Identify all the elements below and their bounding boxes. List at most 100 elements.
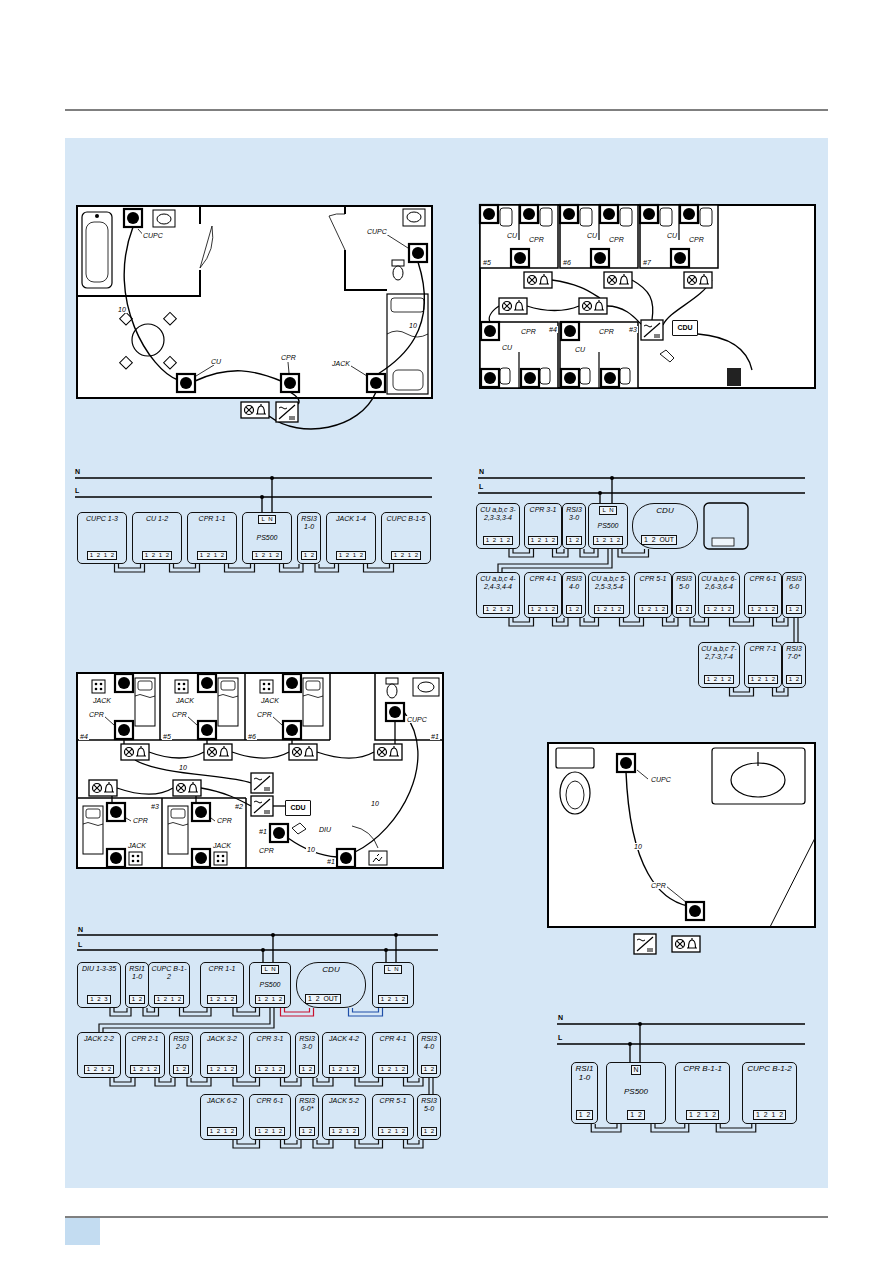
device-callout: CPR [216,817,233,824]
bus-wire [553,549,569,557]
floor-plan [387,294,428,394]
floor-plan [409,244,427,262]
wiring-module: JACK 2-21 2 1 2 [77,1032,121,1078]
terminal-strip: 1 2 1 2 [252,551,282,560]
device-callout: CPR [520,328,537,335]
floor-plan [104,716,114,725]
floor-plan [560,205,578,223]
wire-conductor [233,1078,260,1086]
floor-plan [607,306,641,324]
module-name: CU 1-2 [146,515,168,523]
room-number: #7 [642,259,652,266]
mains-wiring [75,478,432,512]
wire-conductor [694,618,705,622]
wire-conductor [353,1008,379,1012]
terminal-strip: 1 2 1 2 [483,605,513,614]
floor-plan [632,280,653,320]
floor-plan [104,716,378,848]
wire-conductor [359,1140,379,1144]
floor-plan [124,209,142,227]
bus-wire [281,1140,302,1148]
floor-plan [195,371,281,381]
wire-conductor [663,618,679,626]
plan-cdu-box: CDU [285,800,311,816]
floor-plan [352,826,378,848]
module-name: PS500 [624,1088,648,1097]
floor-plan [187,716,197,725]
wire-conductor [622,549,645,553]
bus-wire [155,1078,175,1086]
device-callout: CPR [688,236,705,243]
module-name: CPR B-1-1 [683,1065,722,1074]
floor-plan [77,673,443,868]
wiring-module: CPR 5-11 2 1 2 [372,1094,414,1140]
wire-conductor [237,1140,256,1144]
wire-conductor [233,1140,260,1148]
wire-conductor [187,1078,211,1086]
floor-plan [566,781,584,809]
wire-conductor [315,564,339,572]
bus-wire [509,618,534,626]
floor-plan [548,743,815,954]
wire-conductor [557,549,565,553]
floor-plan [489,280,752,370]
bus-wire [110,1008,131,1016]
floor-plan [519,205,679,388]
bus-wire [233,1078,260,1086]
bus-wire [773,618,789,626]
device-callout: CUPC [406,716,428,723]
floor-plan [378,262,424,374]
wire-conductor [624,618,640,622]
wiring-module: CUPC B-1-21 2 1 2 [148,962,190,1008]
terminal-strip: 1 2 1 2 [748,675,778,684]
module-name: CPR 5-1 [380,1097,407,1105]
floor-plan [149,752,204,758]
floor-plan [407,212,421,222]
wiring-module: RSI3 6-0*1 2 [295,1094,319,1140]
mains-line-label: L [74,487,80,494]
floor-plan [480,205,498,223]
junction-dot [384,948,388,952]
module-name: CUPC B-1-2 [747,1065,791,1074]
bus-wire [580,618,599,626]
wire-conductor [432,1078,433,1094]
floor-plan [413,678,439,696]
module-name: RSI1 1-0 [574,1065,595,1083]
wire-conductor [184,1008,208,1012]
module-name: CUPC 1-3 [86,515,118,523]
module-name: CPR 3-1 [257,1035,284,1043]
junction-dot [394,933,398,937]
wire-conductor [317,1140,329,1144]
device-callout: CU [501,344,513,351]
wire-conductor [690,618,709,626]
terminal-strip: 1 2 1 2 [483,536,513,545]
wire-conductor [355,1078,383,1086]
module-name: CPR 2-1 [132,1035,159,1043]
wiring-module: CU a,b,c 4-2,4-3,4-41 2 1 2 [476,572,520,618]
floor-plan [684,272,712,288]
wiring-module: CU 1-21 2 1 2 [132,512,182,564]
floor-plan [634,934,656,954]
bus-wire [618,549,649,557]
wiring-module: CPR 6-11 2 1 2 [249,1094,291,1140]
wire-conductor [285,1140,298,1144]
bus-wire [663,618,679,626]
module-name: JACK 6-2 [207,1097,237,1105]
floor-plan [192,803,210,821]
wire-conductor [667,618,675,622]
wire-conductor [285,1008,310,1012]
wiring-module: JACK 3-21 2 1 2 [200,1032,244,1078]
wire-conductor [155,1078,175,1086]
module-name: JACK 5-2 [329,1097,359,1105]
module-name: RSI3 4-0 [420,1035,438,1050]
module-name: RSI3 7-0* [785,645,803,660]
floor-plan [289,744,317,760]
wiring-module: NPS5001 2 [606,1062,666,1124]
room-number: #4 [79,733,89,740]
floor-plan [120,356,133,369]
floor-plan [367,374,385,392]
terminal-strip: 1 2 [576,1110,594,1120]
floor-plan [731,763,785,797]
terminal-strip: 1 2 1 2 [593,536,623,545]
wiring-module: CPR 2-11 2 1 2 [125,1032,165,1078]
